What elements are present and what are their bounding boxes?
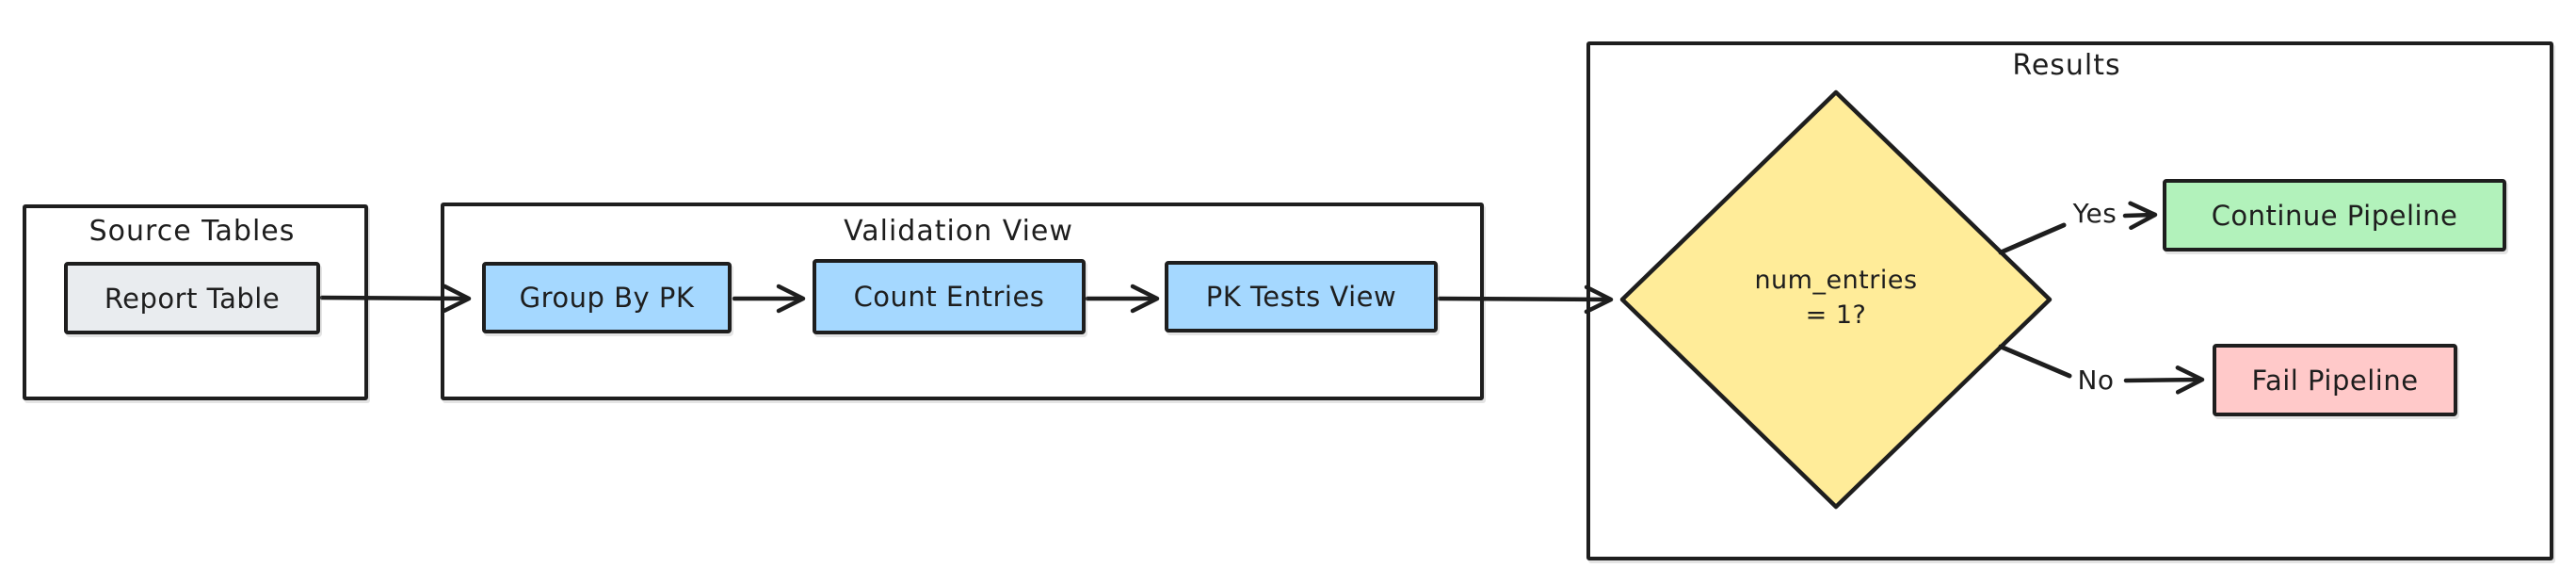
validation-view-group-title: Validation View bbox=[844, 215, 1073, 248]
count-entries-label: Count Entries bbox=[853, 281, 1045, 313]
fail-pipeline-label: Fail Pipeline bbox=[2251, 364, 2419, 397]
fail-pipeline-node: Fail Pipeline bbox=[2213, 344, 2457, 416]
group-by-pk-label: Group By PK bbox=[519, 282, 695, 314]
continue-pipeline-label: Continue Pipeline bbox=[2211, 199, 2458, 232]
yes-edge-label: Yes bbox=[2072, 198, 2117, 229]
source-tables-group-title: Source Tables bbox=[89, 215, 296, 248]
decision-label-line1: num_entries bbox=[1754, 266, 1918, 295]
results-group-title: Results bbox=[2012, 49, 2121, 82]
group-by-pk-node: Group By PK bbox=[482, 262, 732, 333]
report-table-label: Report Table bbox=[104, 282, 281, 315]
decision-label: num_entries = 1? bbox=[1714, 263, 1958, 333]
pk-tests-view-node: PK Tests View bbox=[1165, 261, 1438, 333]
count-entries-node: Count Entries bbox=[813, 259, 1086, 334]
decision-label-line2: = 1? bbox=[1805, 300, 1867, 330]
no-edge-label: No bbox=[2077, 365, 2115, 396]
source-tables-group bbox=[23, 204, 368, 400]
report-table-node: Report Table bbox=[64, 262, 320, 334]
pk-tests-view-label: PK Tests View bbox=[1205, 281, 1397, 313]
continue-pipeline-node: Continue Pipeline bbox=[2163, 179, 2506, 251]
